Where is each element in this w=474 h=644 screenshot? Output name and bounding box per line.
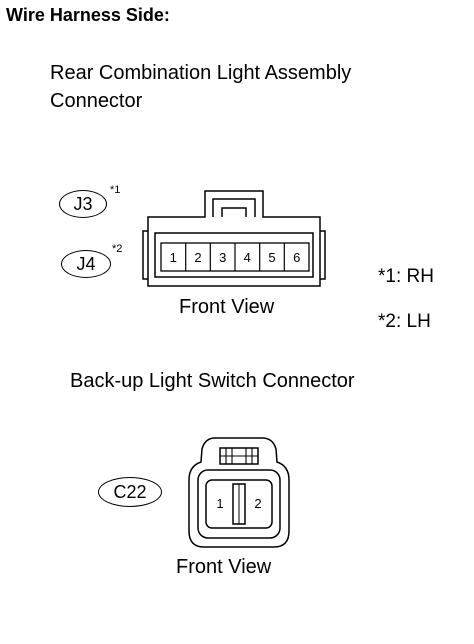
footnote-ref-2: *2 <box>112 243 123 255</box>
pin-4-label: 4 <box>244 250 251 265</box>
connector2-name: Back-up Light Switch Connector <box>70 370 355 392</box>
pin-2-label-c22: 2 <box>254 496 261 511</box>
footnote-1: *1: RH <box>378 266 434 287</box>
pin-5-label: 5 <box>268 250 275 265</box>
connector-code-c22-label: C22 <box>113 481 147 502</box>
backup-switch-connector-drawing <box>188 437 290 548</box>
rear-combination-connector-drawing <box>142 190 326 287</box>
page-title: Wire Harness Side: <box>6 5 170 25</box>
pin-3-label: 3 <box>219 250 226 265</box>
connector-code-j3-label: J3 <box>73 193 93 214</box>
connector1-name-line1: Rear Combination Light Assembly <box>50 62 352 84</box>
footnote-ref-1: *1 <box>110 184 121 196</box>
pin-2-label: 2 <box>194 250 201 265</box>
connector-code-j4-label: J4 <box>76 253 96 274</box>
connector-code-j3: J3 <box>59 190 107 218</box>
connector2-view-label: Front View <box>176 556 272 578</box>
connector1-name-line2: Connector <box>50 90 143 112</box>
connector-code-c22: C22 <box>98 477 162 507</box>
pin-1-label: 1 <box>170 250 177 265</box>
connector-code-j4: J4 <box>61 250 111 278</box>
footnote-2: *2: LH <box>378 311 431 332</box>
connector1-view-label: Front View <box>179 296 275 318</box>
pin-6-label: 6 <box>293 250 300 265</box>
pin-1-label-c22: 1 <box>216 496 223 511</box>
